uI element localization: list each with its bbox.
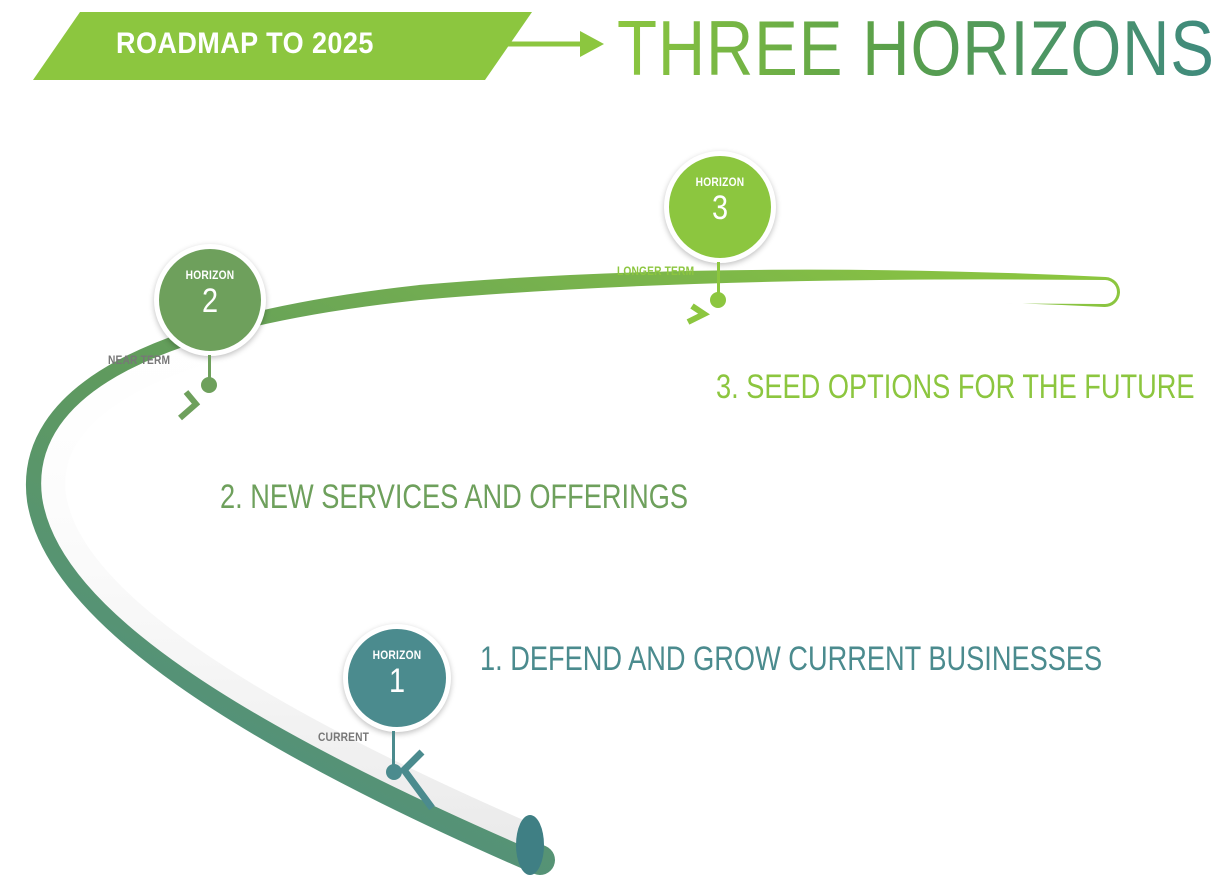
horizon-2-dot <box>201 377 217 393</box>
horizon-2-number: 2 <box>201 282 219 320</box>
horizon-3-term: LONGER TERM <box>617 264 695 278</box>
road-chevron <box>399 749 435 811</box>
horizon-3-description: 3. SEED OPTIONS FOR THE FUTURE <box>716 368 1195 406</box>
horizon-2-word: HORIZON <box>185 268 235 282</box>
horizon-2-badge: HORIZON 2 <box>154 244 266 356</box>
horizon-2-term: NEAR TERM <box>108 353 171 367</box>
horizon-1-word: HORIZON <box>372 648 422 662</box>
road-chevron <box>686 303 710 325</box>
road-chevron <box>178 390 201 421</box>
horizon-2-description: 2. NEW SERVICES AND OFFERINGS <box>220 478 689 516</box>
horizon-3-number: 3 <box>711 189 729 227</box>
horizon-1-number: 1 <box>388 662 406 700</box>
arrow-right-icon <box>498 31 604 57</box>
header-banner <box>33 12 604 80</box>
page-title: THREE HORIZONS <box>617 4 1215 92</box>
horizon-1-description: 1. DEFEND AND GROW CURRENT BUSINESSES <box>480 640 1103 678</box>
road-end-cap <box>516 815 544 875</box>
roadmap-tag: ROADMAP TO 2025 <box>116 27 374 60</box>
title-tag-shape <box>33 12 532 80</box>
horizon-3-dot <box>710 292 726 308</box>
horizon-3-word: HORIZON <box>695 175 745 189</box>
horizon-1-term: CURRENT <box>318 730 370 744</box>
horizon-1-badge: HORIZON 1 <box>343 624 451 732</box>
horizon-2-stem <box>208 355 211 383</box>
horizon-1-stem <box>392 731 395 767</box>
horizon-3-stem <box>717 262 720 296</box>
horizon-3-badge: HORIZON 3 <box>664 151 776 263</box>
horizon-1-dot <box>386 764 402 780</box>
